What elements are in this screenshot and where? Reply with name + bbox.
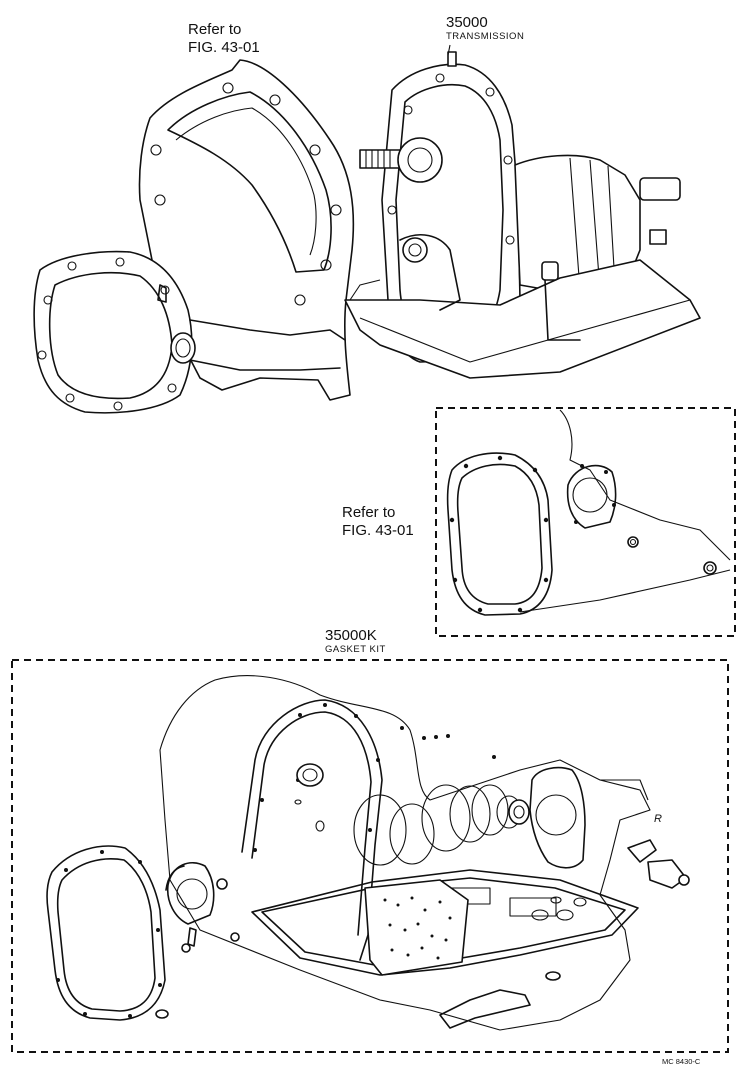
housing-gasket-box [435,407,736,637]
transmission-part-number: 35000 [446,14,488,31]
refer-top-label-line1: Refer to [188,21,242,38]
small-part-mark: R [654,813,662,825]
transmission-case-drawing [344,44,701,379]
transmission-part-name: TRANSMISSION [446,31,525,42]
refer-top-label-line2: FIG. 43-01 [188,39,260,56]
gasket-kit-part-name: GASKET KIT [325,644,386,655]
gasket-kit-box [11,659,729,1053]
refer-mid-label-line1: Refer to [342,504,396,521]
figure-code: MC 8430-C [662,1057,701,1066]
refer-mid-label-line2: FIG. 43-01 [342,522,414,539]
gasket-kit-part-number: 35000K [325,627,377,644]
extension-housing-drawing [33,59,355,414]
